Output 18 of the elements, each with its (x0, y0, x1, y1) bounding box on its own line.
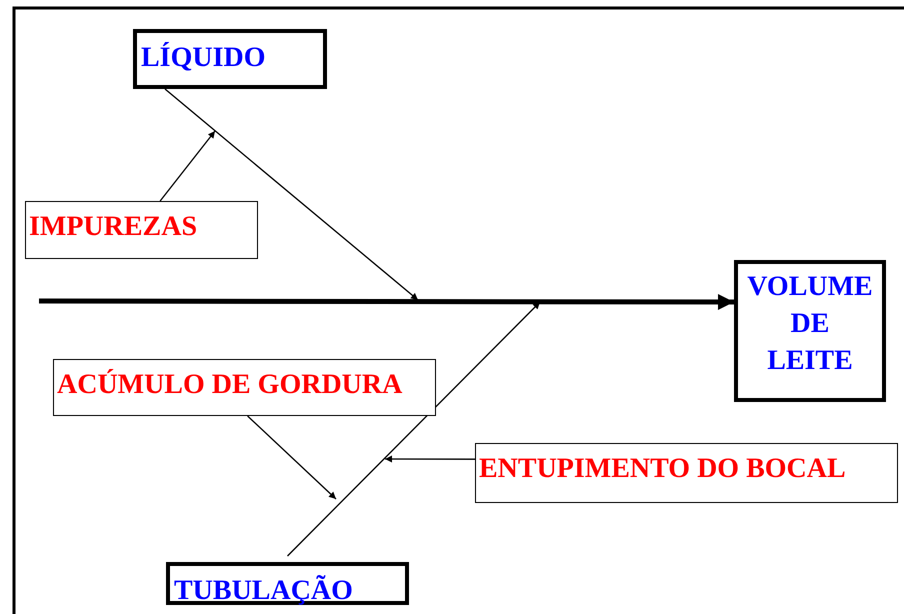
category-box (166, 562, 409, 605)
node-label: LÍQUIDO (141, 41, 266, 75)
cause-box (25, 201, 258, 259)
arrow (247, 416, 336, 500)
node-label: ACÚMULO DE GORDURA (57, 368, 404, 402)
node-label: VOLUME DE LEITE (746, 270, 874, 378)
arrow (385, 456, 475, 463)
arrow (287, 302, 540, 556)
arrow (160, 130, 216, 202)
cause-box (475, 443, 898, 503)
arrow (164, 88, 418, 300)
node-label: TUBULAÇÃO (174, 574, 354, 608)
effect-box (734, 260, 886, 402)
node-label: ENTUPIMENTO DO BOCAL (479, 452, 847, 486)
category-box (133, 29, 327, 89)
cause-box (53, 359, 436, 416)
spine-arrow (39, 294, 734, 310)
node-label: IMPUREZAS (29, 210, 198, 244)
